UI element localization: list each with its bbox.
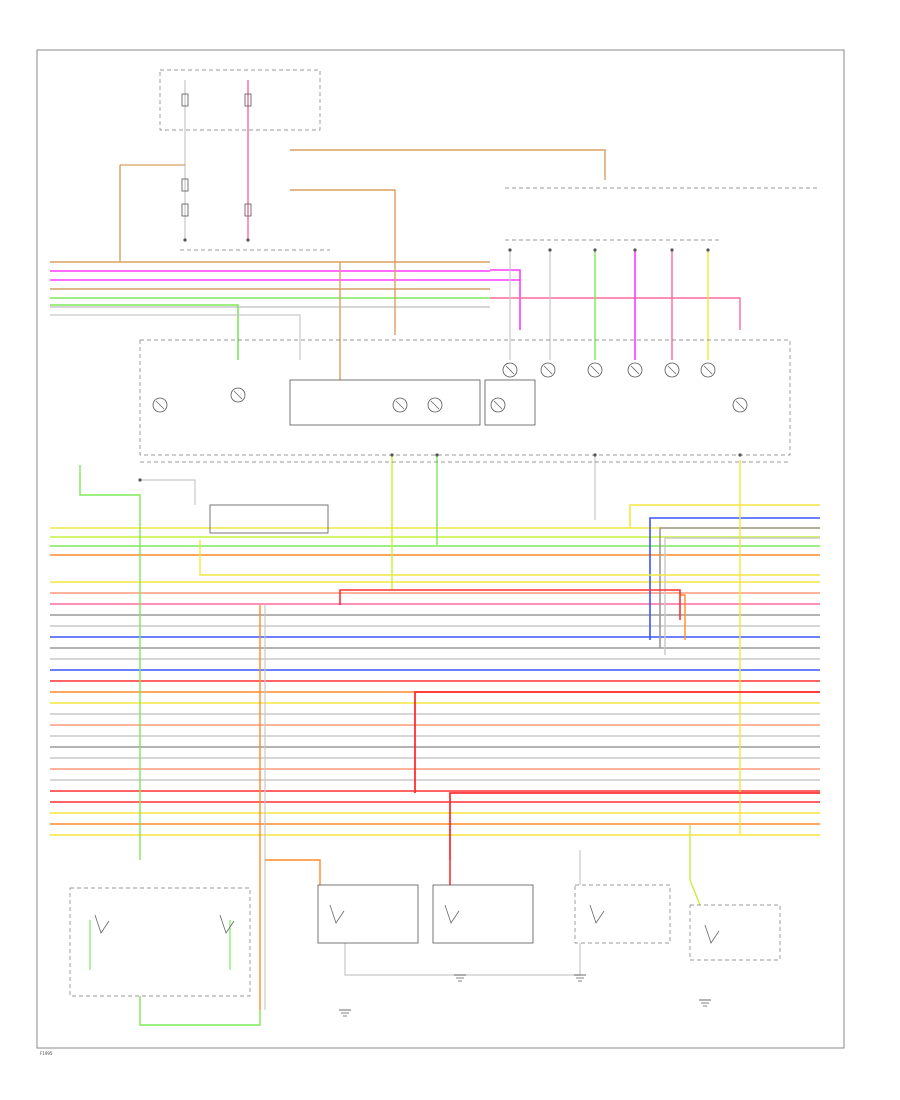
sensor-switch-a — [317, 884, 419, 944]
right-return-wire — [649, 517, 820, 640]
splice-dot — [435, 453, 439, 457]
bulb-filament — [630, 365, 640, 375]
right-return-wire — [664, 537, 820, 655]
cluster-feed-wire — [50, 304, 239, 360]
feed-wire — [290, 189, 396, 335]
lamp-feed-wire — [490, 297, 741, 330]
fuse-icon — [181, 93, 189, 107]
instrument-cluster — [139, 339, 791, 456]
bulb-filament — [233, 390, 243, 400]
fuse-icon — [181, 203, 189, 217]
switch-contact-icon — [219, 914, 235, 934]
relay-box — [209, 504, 329, 534]
drop-wire — [199, 540, 820, 576]
sensor-switch-d — [689, 904, 781, 961]
ground-wire — [139, 996, 261, 1026]
cluster-feed-wire — [50, 314, 301, 360]
bulb-filament — [430, 400, 440, 410]
sensor-switch-c — [574, 884, 671, 944]
splice-dot — [593, 248, 597, 252]
switch-contact-icon — [329, 904, 345, 924]
switch-contact-icon — [94, 914, 110, 934]
switch-contact-icon — [589, 904, 605, 924]
sensor-switch-b — [432, 884, 534, 944]
bulb-filament — [590, 365, 600, 375]
bulb-filament — [395, 400, 405, 410]
splice-dot — [508, 248, 512, 252]
lamp-feed-wire — [490, 279, 521, 330]
splice-dot — [633, 248, 637, 252]
splice-dot — [670, 248, 674, 252]
right-return-wire — [659, 527, 820, 648]
bulb-filament — [493, 400, 503, 410]
splice-dot — [706, 248, 710, 252]
ground-wire — [344, 943, 581, 976]
feed-wire-right — [290, 149, 606, 180]
crossover-wire — [414, 691, 820, 793]
fuse-icon — [244, 93, 252, 107]
component-layer — [69, 69, 820, 1017]
fuse-icon — [244, 203, 252, 217]
splice-dot — [738, 453, 742, 457]
splice-dot — [138, 478, 142, 482]
light-control-switch — [69, 887, 251, 997]
hot-at-all-times-fuse-box — [159, 69, 321, 131]
wire-layer — [50, 80, 820, 1026]
splice-dot — [548, 248, 552, 252]
bulb-filament — [543, 365, 553, 375]
crossover-wire — [339, 589, 681, 620]
fuse-icon — [181, 178, 189, 192]
crossover-wire — [449, 792, 820, 860]
switch-feed-wire — [265, 859, 321, 885]
switch-contact-icon — [444, 904, 460, 924]
right-return-wire — [680, 594, 686, 640]
diagram-code: F1995 — [40, 1051, 53, 1056]
indicator-panel-box — [484, 379, 536, 426]
splice-dot — [246, 238, 250, 242]
tachometer-box — [289, 379, 481, 426]
left-loop-wire — [140, 479, 196, 505]
switch-contact-icon — [704, 924, 720, 944]
splice-dot — [593, 453, 597, 457]
splice-dot — [183, 238, 187, 242]
right-return-wire — [629, 504, 820, 528]
switch-feed-wire — [689, 879, 701, 906]
bulb-filament — [703, 365, 713, 375]
bulb-filament — [735, 400, 745, 410]
left-loop-wire — [79, 465, 141, 860]
bulb-filament — [155, 400, 165, 410]
diagram-frame — [36, 49, 845, 1049]
splice-dot — [390, 453, 394, 457]
lamp-feed-wire — [490, 269, 521, 280]
bulb-filament — [667, 365, 677, 375]
bulb-filament — [505, 365, 515, 375]
